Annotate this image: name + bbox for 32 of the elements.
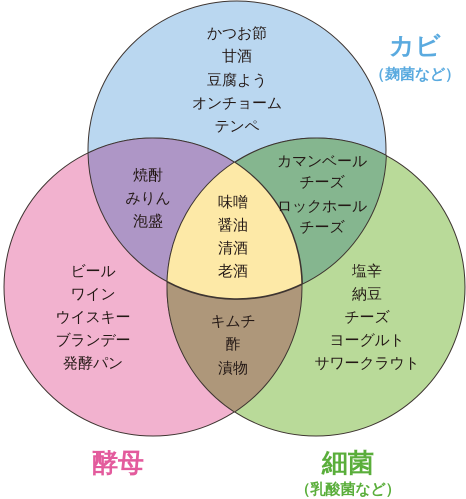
food-name: カマンベールチーズ bbox=[276, 151, 368, 194]
food-name: ブランデー bbox=[56, 331, 130, 349]
food-name: 味噌 bbox=[218, 192, 248, 211]
food-name: チーズ bbox=[344, 308, 390, 326]
food-name: 老酒 bbox=[218, 262, 248, 280]
set-title: 細菌 bbox=[322, 448, 374, 480]
set-title: カビ bbox=[389, 31, 441, 61]
food-name: ロックホールチーズ bbox=[276, 196, 368, 238]
food-name: 酢 bbox=[225, 335, 240, 354]
food-name: ウイスキー bbox=[56, 308, 130, 326]
food-name: 甘酒 bbox=[222, 47, 252, 66]
set-subtitle: （乳酸菌など） bbox=[296, 480, 400, 498]
food-name: サワークラウト bbox=[314, 354, 420, 372]
food-name: ビール bbox=[70, 262, 116, 280]
food-name: 漬物 bbox=[218, 358, 248, 377]
food-name: ワイン bbox=[70, 285, 116, 303]
food-name: ヨーグルト bbox=[330, 331, 404, 349]
food-name: 清酒 bbox=[218, 238, 248, 257]
food-name: 納豆 bbox=[352, 285, 382, 303]
food-name: オンチョーム bbox=[192, 94, 282, 112]
food-name: かつお節 bbox=[207, 24, 267, 42]
food-name: 泡盛 bbox=[132, 212, 163, 230]
food-name: 塩辛 bbox=[352, 262, 382, 280]
food-name: 醤油 bbox=[218, 216, 248, 234]
food-name: テンペ bbox=[214, 117, 260, 136]
set-subtitle: （麹菌など） bbox=[370, 65, 460, 83]
food-name: キムチ bbox=[210, 312, 256, 330]
set-title: 酵母 bbox=[92, 448, 144, 480]
food-name: 豆腐よう bbox=[207, 70, 267, 89]
food-name: 発酵パン bbox=[63, 354, 123, 372]
food-name: 焼酎 bbox=[132, 166, 163, 184]
food-name: みりん bbox=[125, 188, 170, 207]
